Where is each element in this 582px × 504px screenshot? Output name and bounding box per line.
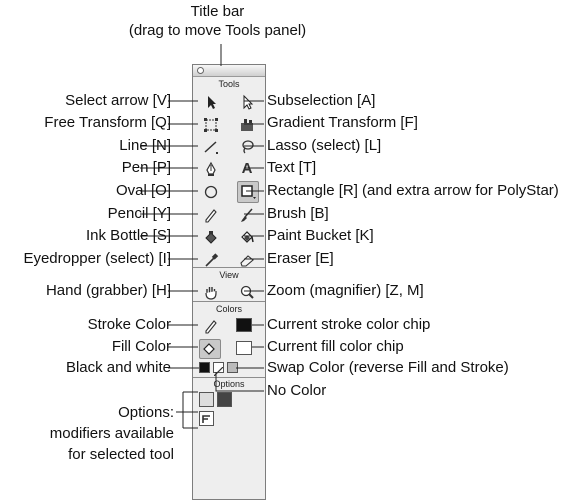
label-select-arrow: Select arrow [V]: [65, 92, 171, 109]
pen-tool[interactable]: [202, 160, 220, 178]
label-subselection: Subselection [A]: [267, 92, 376, 109]
label-fill-color: Fill Color: [111, 338, 171, 355]
label-free-transform: Free Transform [Q]: [44, 114, 171, 131]
label-black-white: Black and white: [65, 359, 171, 376]
lasso-icon: [242, 140, 254, 154]
label-swap-color: Swap Color (reverse Fill and Stroke): [267, 359, 509, 376]
paint-bucket-tool[interactable]: [238, 228, 256, 246]
options-separator: [193, 377, 265, 378]
hollow-arrow-icon: [243, 94, 254, 110]
pencil-icon: [205, 209, 217, 223]
free-transform-icon: [204, 118, 218, 132]
black-white-button[interactable]: [199, 362, 210, 373]
title-callout: Title bar (drag to move Tools panel): [0, 2, 435, 40]
options-modifier-2[interactable]: [217, 392, 232, 407]
view-separator: [193, 267, 265, 268]
brush-tool[interactable]: [238, 206, 256, 224]
lasso-tool[interactable]: [238, 138, 256, 156]
label-options: Options: modifiers available for selecte…: [0, 402, 174, 465]
options-modifier-1[interactable]: [199, 392, 214, 407]
free-transform-tool[interactable]: [202, 116, 220, 134]
options-header: Options: [213, 379, 245, 389]
ink-bottle-tool[interactable]: [202, 228, 220, 246]
subselection-tool[interactable]: [238, 93, 256, 111]
label-pencil: Pencil [Y]: [107, 205, 171, 222]
label-fill-chip: Current fill color chip: [267, 338, 404, 355]
tools-header: Tools: [218, 79, 240, 89]
pencil-tool[interactable]: [202, 206, 220, 224]
label-text: Text [T]: [267, 159, 317, 176]
paint-bucket-icon: [241, 231, 254, 243]
hand-tool[interactable]: [202, 283, 220, 301]
panel-title-bar[interactable]: [193, 65, 265, 77]
gradient-transform-tool[interactable]: [238, 116, 256, 134]
snap-icon: [202, 415, 210, 423]
label-options-line-1: Options:: [118, 404, 174, 421]
label-no-color: No Color: [267, 382, 327, 399]
paint-bucket-small-icon: [203, 343, 215, 355]
label-oval: Oval [O]: [115, 182, 171, 199]
label-brush: Brush [B]: [267, 205, 329, 222]
label-eraser: Eraser [E]: [267, 250, 334, 267]
label-options-line-3: for selected tool: [68, 446, 174, 463]
label-hand: Hand (grabber) [H]: [45, 282, 171, 299]
view-header: View: [219, 270, 239, 280]
title-line-1: Title bar: [190, 3, 245, 20]
label-gradient-transform: Gradient Transform [F]: [267, 114, 418, 131]
select-arrow-tool[interactable]: [202, 93, 220, 111]
options-modifier-3[interactable]: [199, 411, 214, 426]
colors-header: Colors: [215, 304, 242, 314]
label-zoom: Zoom (magnifier) [Z, M]: [267, 282, 424, 299]
hand-icon: [205, 287, 217, 300]
label-rectangle: Rectangle [R] (and extra arrow for PolyS…: [267, 182, 559, 199]
label-options-line-2: modifiers available: [49, 425, 174, 442]
ink-bottle-icon: [205, 231, 217, 244]
stroke-pencil-icon: [205, 320, 217, 334]
eyedropper-icon: [205, 253, 219, 267]
gradient-transform-icon: [241, 119, 253, 131]
tools-panel: Tools A: [192, 64, 266, 500]
label-eyedropper: Eyedropper (select) [I]: [23, 250, 171, 267]
label-paint-bucket: Paint Bucket [K]: [267, 227, 374, 244]
arrow-icon: [208, 96, 216, 109]
label-ink-bottle: Ink Bottle [S]: [85, 227, 171, 244]
close-dot-icon[interactable]: [197, 67, 204, 74]
label-stroke-color: Stroke Color: [87, 316, 171, 333]
oval-tool[interactable]: [202, 183, 220, 201]
label-line: Line [N]: [119, 137, 171, 154]
fill-color-control[interactable]: [199, 339, 221, 359]
fill-color-chip[interactable]: [236, 341, 252, 355]
oval-icon: [204, 185, 218, 199]
stroke-color-chip[interactable]: [236, 318, 252, 332]
line-icon: [204, 141, 218, 154]
line-tool[interactable]: [202, 138, 220, 156]
label-lasso: Lasso (select) [L]: [267, 137, 382, 154]
colors-separator: [193, 301, 265, 302]
eyedropper-tool[interactable]: [202, 251, 220, 269]
stroke-color-control[interactable]: [202, 317, 220, 335]
title-line-2: (drag to move Tools panel): [128, 22, 307, 39]
label-stroke-chip: Current stroke color chip: [267, 316, 431, 333]
pen-icon: [206, 161, 216, 176]
label-pen: Pen [P]: [121, 159, 171, 176]
brush-icon: [241, 208, 253, 222]
